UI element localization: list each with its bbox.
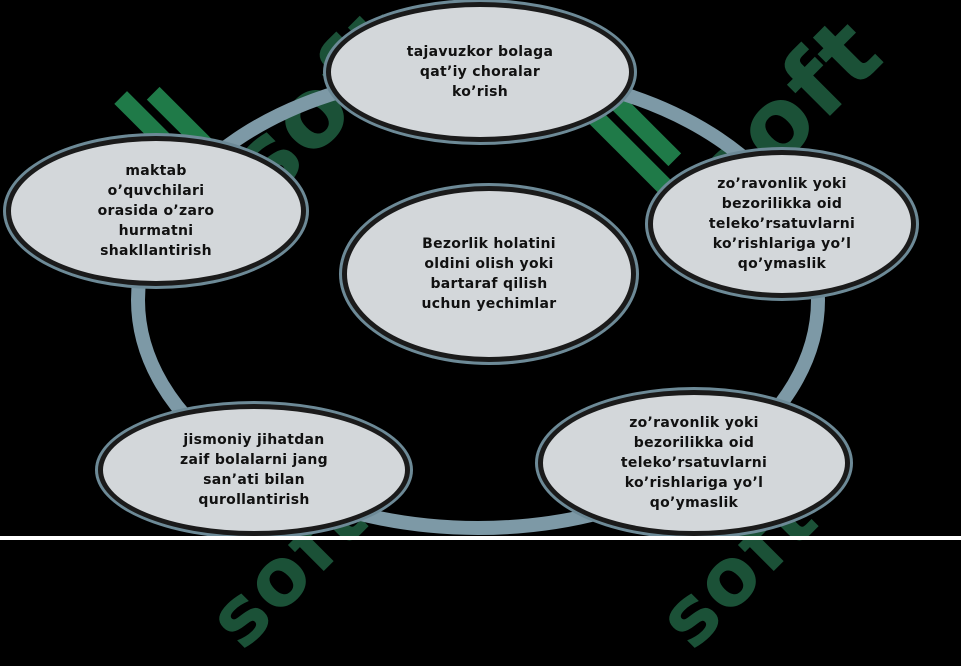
node-right: zo’ravonlik yoki bezorilikka oid teleko’…: [648, 150, 916, 298]
node-bottom-left: jismoniy jihatdan zaif bolalarni jang sa…: [98, 404, 410, 536]
node-left-label: maktab o’quvchilari orasida o’zaro hurma…: [97, 163, 215, 259]
node-top: tajavuzkor bolaga qat’iy choralar ko’ris…: [326, 2, 634, 142]
node-bottom-left-label: jismoniy jihatdan zaif bolalarni jang sa…: [180, 432, 328, 508]
center-label: Bezorlik holatini oldini olish yoki bart…: [421, 236, 557, 312]
node-right-label: zo’ravonlik yoki bezorilikka oid teleko’…: [708, 176, 856, 272]
node-bottom-right: zo’ravonlik yoki bezorilikka oid teleko’…: [538, 390, 850, 536]
bottom-edge: [0, 536, 961, 540]
node-bottom-right-label: zo’ravonlik yoki bezorilikka oid teleko’…: [620, 415, 768, 511]
node-top-label: tajavuzkor bolaga qat’iy choralar ko’ris…: [406, 44, 554, 100]
center-ellipse: Bezorlik holatini oldini olish yoki bart…: [342, 186, 636, 362]
node-left: maktab o’quvchilari orasida o’zaro hurma…: [6, 136, 306, 286]
